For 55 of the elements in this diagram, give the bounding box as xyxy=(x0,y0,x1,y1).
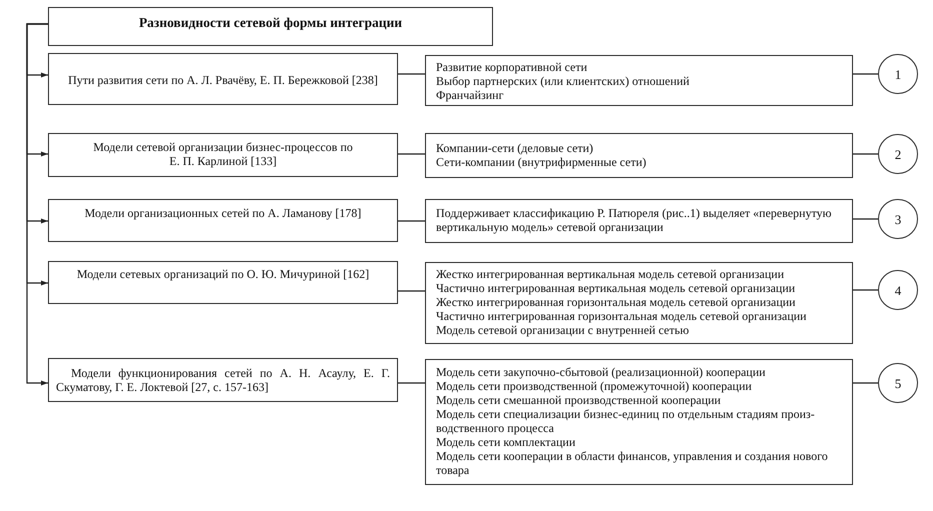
list-item: Модель сети комплектации xyxy=(436,435,576,449)
heading-text: Разновидности сетевой формы интеграции xyxy=(138,15,404,31)
row-number: 2 xyxy=(894,146,902,162)
connector-line xyxy=(853,153,878,155)
row-number: 1 xyxy=(894,66,902,82)
list-item: Частично интегрированная горизонтальная модель сетевой организации xyxy=(436,309,808,323)
list-item: Модель сетевой организации с внутренней сетью xyxy=(436,323,690,337)
list-box xyxy=(425,262,853,344)
heading-box xyxy=(48,7,493,46)
connector-line xyxy=(853,218,878,220)
list-item: Частично интегрированная вертикальная модель сетевой организации xyxy=(436,281,796,295)
category-box xyxy=(48,133,398,177)
category-box xyxy=(48,358,398,402)
list-item: Сети-компании (внутрифирменные сети) xyxy=(436,155,648,169)
row-number: 5 xyxy=(894,376,902,390)
category-box xyxy=(48,53,398,105)
connector-line xyxy=(398,220,425,222)
row-number: 4 xyxy=(894,282,902,298)
number-circle xyxy=(878,199,918,239)
list-item: Компании-сети (деловые сети) xyxy=(436,141,594,155)
category-box xyxy=(48,261,398,304)
category-text: Модели сетевых организаций по О. Ю. Мичуриной [162] xyxy=(76,267,370,281)
list-item: Модель сети закупочно-сбытовой (реализационной) кооперации xyxy=(436,365,766,379)
connector-line xyxy=(398,290,425,292)
connector-line xyxy=(853,73,878,75)
list-item: Поддерживает классификацию Р. Патюреля (рис..1) выделяет «перевернутую вертикальную модель» сетевой организации xyxy=(436,206,833,234)
list-item: Выбор партнерских (или клиентских) отношений xyxy=(436,74,690,88)
list-box xyxy=(425,359,853,485)
category-text: Пути развития сети по А. Л. Рвачёву, Е. П. Бережковой [238] xyxy=(67,73,379,87)
connector-line xyxy=(853,382,878,384)
number-circle xyxy=(878,363,918,403)
list-box xyxy=(425,133,853,178)
number-circle xyxy=(878,54,918,94)
list-box xyxy=(425,55,853,106)
list-item: Развитие корпоративной сети xyxy=(436,60,588,74)
list-box xyxy=(425,199,853,243)
connector-line xyxy=(853,289,878,291)
category-text: Модели функционирования сетей по А. Н. Асаулу, Е. Г. Скуматову, Г. Е. Локтевой [27, с. 157-163] xyxy=(56,366,390,394)
number-circle xyxy=(878,134,918,174)
list-item: Модель сети смешанной производственной кооперации xyxy=(436,393,722,407)
list-item: Модель сети специализации бизнес-единиц по отдельным стадиям произ-водственного процесса xyxy=(436,407,816,435)
arrow xyxy=(26,23,48,386)
list-item: Модель сети кооперации в области финансов, управления и создания нового товара xyxy=(436,449,829,477)
list-item: Жестко интегрированная горизонтальная модель сетевой организации xyxy=(436,295,796,309)
list-item: Жестко интегрированная вертикальная модель сетевой организации xyxy=(436,267,786,281)
number-circle xyxy=(878,270,918,310)
connector-line xyxy=(398,73,425,75)
list-item: Модель сети производственной (промежуточной) кооперации xyxy=(436,379,753,393)
row-number: 3 xyxy=(894,212,902,226)
connector-line xyxy=(398,153,425,155)
category-text: Модели сетевой организации бизнес-процессов по Е. П. Карлиной [133] xyxy=(92,140,354,168)
category-text: Модели организационных сетей по А. Ламанову [178] xyxy=(84,206,362,220)
list-item: Франчайзинг xyxy=(436,88,505,102)
connector-line xyxy=(398,382,425,384)
category-box xyxy=(48,199,398,242)
